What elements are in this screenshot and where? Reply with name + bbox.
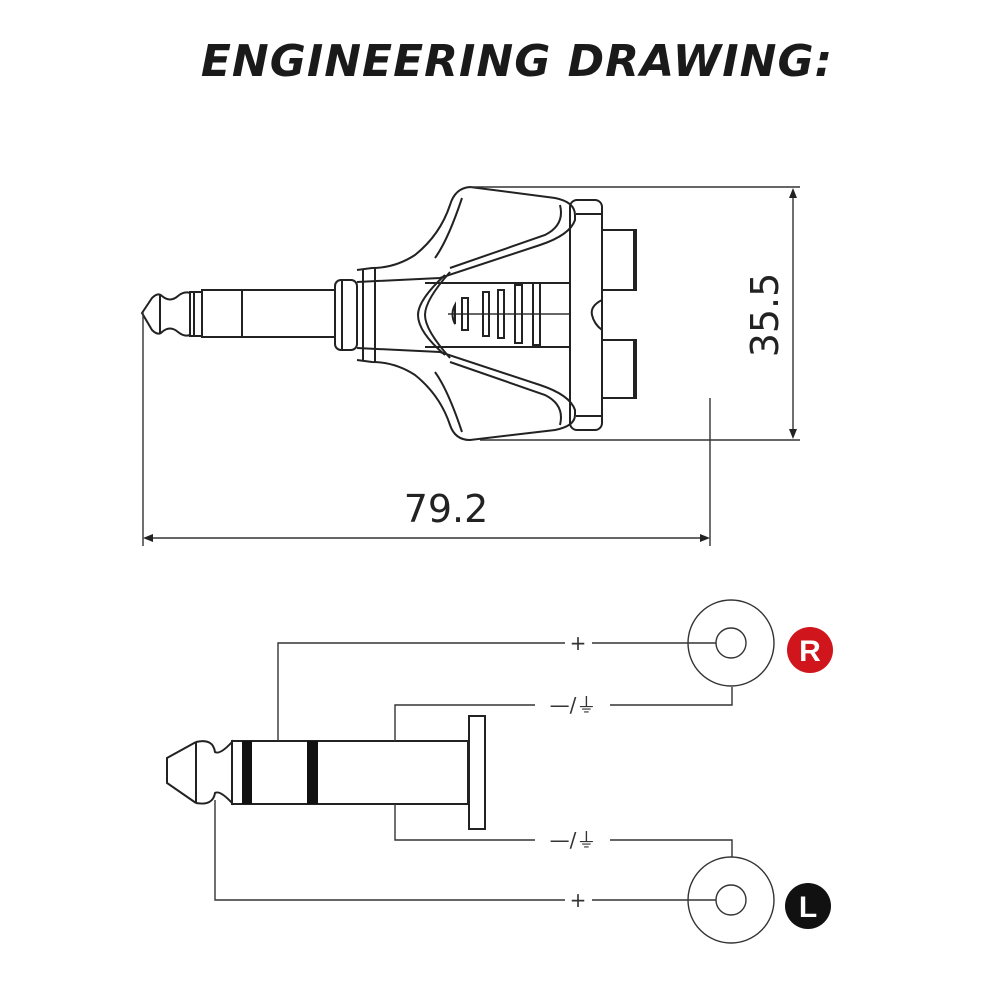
right-signal-label: + (570, 631, 587, 655)
rca-jack-right (687, 599, 775, 687)
dimension-lines (142, 186, 800, 546)
trs-plug-schematic (166, 715, 486, 830)
rca-jack-left (687, 856, 775, 944)
left-ground-label: —/⏚ (550, 828, 597, 852)
left-channel-badge: L (785, 883, 831, 929)
right-channel-badge: R (787, 627, 833, 673)
length-dimension: 79.2 (404, 487, 489, 531)
left-signal-label: + (570, 888, 587, 912)
right-ground-label: —/⏚ (550, 693, 597, 717)
svg-text:R: R (799, 635, 821, 668)
page-title: ENGINEERING DRAWING: (200, 36, 834, 87)
svg-text:L: L (799, 891, 817, 924)
height-dimension: 35.5 (743, 273, 787, 358)
wires (214, 642, 733, 901)
adapter-side-view (140, 185, 637, 442)
